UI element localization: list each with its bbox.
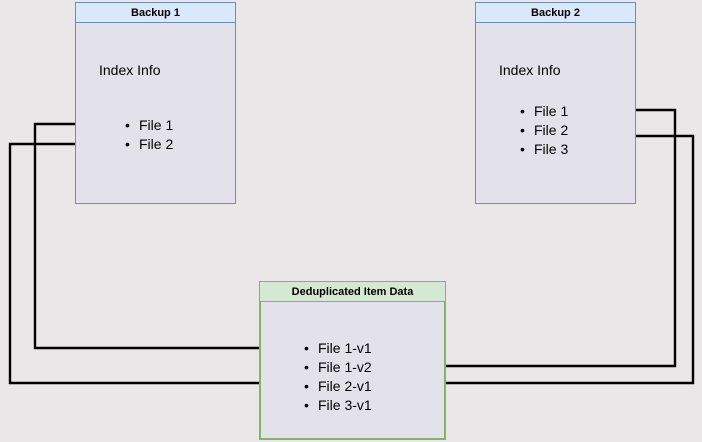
- backup2-file-item[interactable]: File 2: [520, 121, 568, 140]
- dedup-item[interactable]: File 1-v1: [304, 339, 372, 358]
- connector-backup1-file2-to-file2v1: [8, 142, 298, 387]
- backup1-body: [75, 23, 236, 204]
- backup1-box[interactable]: Backup 1 Index Info File 1 File 2: [75, 2, 236, 204]
- backup1-index-label: Index Info: [99, 62, 161, 78]
- backup2-index-label: Index Info: [499, 62, 561, 78]
- backup2-file-item[interactable]: File 3: [520, 140, 568, 159]
- backup2-box[interactable]: Backup 2 Index Info File 1 File 2 File 3: [475, 2, 636, 204]
- dedup-item[interactable]: File 1-v2: [304, 358, 372, 377]
- connector-backup2-file2-to-file2v1: [397, 134, 695, 387]
- backup1-title: Backup 1: [75, 2, 236, 23]
- dedup-box[interactable]: Deduplicated Item Data File 1-v1 File 1-…: [259, 281, 446, 440]
- backup2-file-item[interactable]: File 1: [520, 102, 568, 121]
- dedup-title: Deduplicated Item Data: [259, 281, 446, 302]
- backup2-title: Backup 2: [475, 2, 636, 23]
- backup2-file-list: File 1 File 2 File 3: [520, 102, 568, 159]
- dedup-item[interactable]: File 3-v1: [304, 396, 372, 415]
- backup1-file-item[interactable]: File 2: [125, 135, 173, 154]
- dedup-item-list: File 1-v1 File 1-v2 File 2-v1 File 3-v1: [304, 339, 372, 415]
- backup1-file-item[interactable]: File 1: [125, 116, 173, 135]
- dedup-item[interactable]: File 2-v1: [304, 377, 372, 396]
- backup1-file-list: File 1 File 2: [125, 116, 173, 154]
